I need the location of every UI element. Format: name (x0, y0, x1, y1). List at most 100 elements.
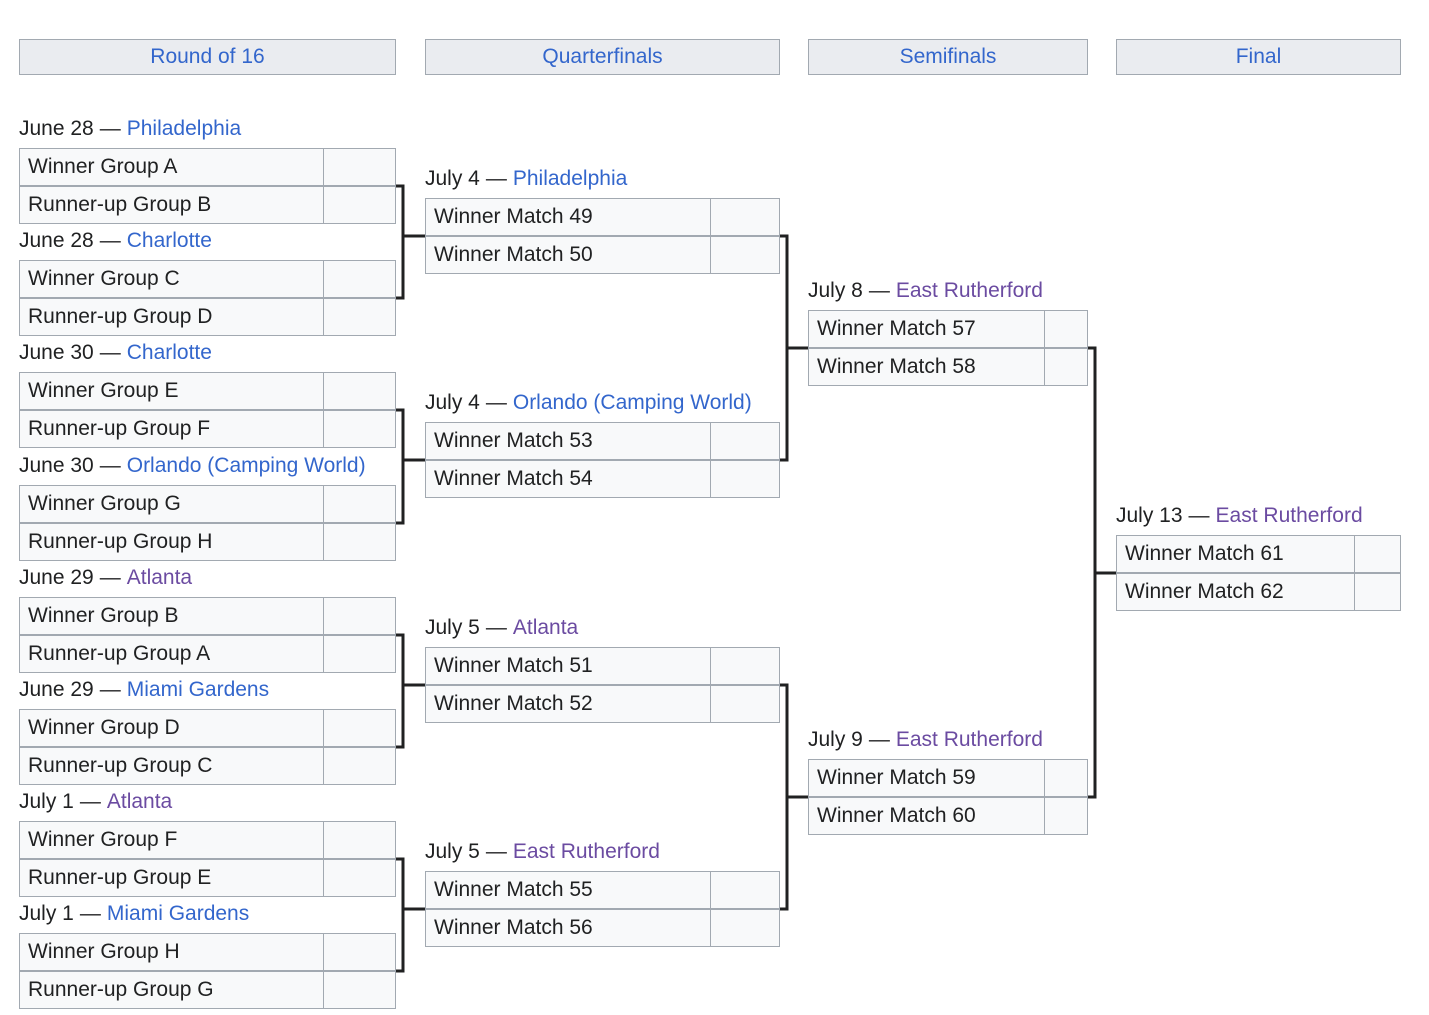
match-date: July 5 (425, 840, 480, 863)
match-date: July 5 (425, 616, 480, 639)
team-row: Runner-up Group H (19, 523, 396, 561)
match-date: July 4 (425, 391, 480, 414)
r16-connector-1 (396, 184, 425, 300)
match-date: July 8 (808, 279, 863, 302)
team-name: Winner Match 52 (426, 686, 711, 722)
r16-connector-3 (396, 633, 425, 749)
team-name: Winner Match 55 (426, 872, 711, 908)
round-header-4: Final (1116, 39, 1401, 75)
team-row: Winner Match 59 (808, 759, 1088, 797)
date-venue-separator: — (485, 167, 507, 190)
team-name: Winner Match 59 (809, 760, 1045, 796)
team-row: Winner Match 55 (425, 871, 780, 909)
team-name: Winner Match 50 (426, 237, 711, 273)
team-name: Winner Group A (20, 149, 324, 185)
team-name: Winner Match 49 (426, 199, 711, 235)
team-name: Runner-up Group D (20, 299, 324, 335)
team-row: Runner-up Group D (19, 298, 396, 336)
date-venue-separator: — (1188, 504, 1210, 527)
venue-link[interactable]: Philadelphia (126, 117, 242, 140)
date-venue-separator: — (485, 391, 507, 414)
venue-link[interactable]: Charlotte (126, 341, 212, 364)
team-name: Winner Match 54 (426, 461, 711, 497)
date-venue-separator: — (485, 616, 507, 639)
match-date-line: June 28—Philadelphia (19, 116, 241, 142)
match-date: July 1 (19, 790, 74, 813)
team-row: Winner Match 61 (1116, 535, 1401, 573)
date-venue-separator: — (868, 728, 890, 751)
team-name: Runner-up Group B (20, 187, 324, 223)
team-row: Winner Match 52 (425, 685, 780, 723)
match-date: June 30 (19, 454, 94, 477)
venue-link[interactable]: East Rutherford (895, 728, 1043, 751)
r16-connector-4 (396, 857, 425, 973)
venue-link[interactable]: Atlanta (126, 566, 193, 589)
match-date-line: July 1—Atlanta (19, 789, 172, 815)
match-date-line: July 4—Philadelphia (425, 166, 627, 192)
team-row: Winner Group G (19, 485, 396, 523)
round-header-1: Round of 16 (19, 39, 396, 75)
match-date-line: July 5—East Rutherford (425, 839, 660, 865)
round-header-2: Quarterfinals (425, 39, 780, 75)
match-date: June 28 (19, 117, 94, 140)
venue-link[interactable]: Philadelphia (512, 167, 628, 190)
match-date: July 9 (808, 728, 863, 751)
team-name: Runner-up Group H (20, 524, 324, 560)
team-name: Winner Match 61 (1117, 536, 1355, 572)
team-row: Winner Group C (19, 260, 396, 298)
team-name: Winner Match 51 (426, 648, 711, 684)
date-venue-separator: — (99, 678, 121, 701)
team-row: Runner-up Group C (19, 747, 396, 785)
match-date-line: June 28—Charlotte (19, 228, 212, 254)
match-date: July 1 (19, 902, 74, 925)
team-row: Winner Group H (19, 933, 396, 971)
team-row: Winner Match 58 (808, 348, 1088, 386)
match-date-line: June 29—Miami Gardens (19, 677, 269, 703)
team-row: Winner Group D (19, 709, 396, 747)
round-header-3: Semifinals (808, 39, 1088, 75)
team-row: Runner-up Group B (19, 186, 396, 224)
venue-link[interactable]: Miami Gardens (106, 902, 250, 925)
team-row: Runner-up Group F (19, 410, 396, 448)
team-row: Winner Match 51 (425, 647, 780, 685)
match-date-line: June 29—Atlanta (19, 565, 192, 591)
team-row: Winner Group F (19, 821, 396, 859)
venue-link[interactable]: Orlando (Camping World) (126, 454, 366, 477)
venue-link[interactable]: East Rutherford (512, 840, 660, 863)
match-date: June 30 (19, 341, 94, 364)
match-date: June 29 (19, 678, 94, 701)
date-venue-separator: — (99, 341, 121, 364)
team-row: Winner Group B (19, 597, 396, 635)
match-date-line: June 30—Orlando (Camping World) (19, 453, 366, 479)
venue-link[interactable]: Miami Gardens (126, 678, 270, 701)
venue-link[interactable]: Atlanta (106, 790, 173, 813)
venue-link[interactable]: Atlanta (512, 616, 579, 639)
team-name: Winner Match 58 (809, 349, 1045, 385)
team-name: Winner Group H (20, 934, 324, 970)
team-row: Winner Match 54 (425, 460, 780, 498)
date-venue-separator: — (99, 117, 121, 140)
match-date: June 29 (19, 566, 94, 589)
team-name: Winner Group F (20, 822, 324, 858)
team-row: Winner Match 62 (1116, 573, 1401, 611)
venue-link[interactable]: Orlando (Camping World) (512, 391, 752, 414)
team-row: Runner-up Group E (19, 859, 396, 897)
match-date: July 4 (425, 167, 480, 190)
venue-link[interactable]: East Rutherford (1215, 504, 1363, 527)
date-venue-separator: — (79, 902, 101, 925)
team-row: Winner Match 56 (425, 909, 780, 947)
team-name: Winner Match 62 (1117, 574, 1355, 610)
venue-link[interactable]: Charlotte (126, 229, 212, 252)
team-name: Winner Group B (20, 598, 324, 634)
team-name: Winner Match 56 (426, 910, 711, 946)
sf-connector (1088, 346, 1116, 799)
team-row: Winner Match 50 (425, 236, 780, 274)
team-row: Winner Match 53 (425, 422, 780, 460)
match-date-line: July 9—East Rutherford (808, 727, 1043, 753)
venue-link[interactable]: East Rutherford (895, 279, 1043, 302)
team-name: Winner Match 60 (809, 798, 1045, 834)
match-date: June 28 (19, 229, 94, 252)
match-date-line: July 5—Atlanta (425, 615, 578, 641)
date-venue-separator: — (99, 229, 121, 252)
